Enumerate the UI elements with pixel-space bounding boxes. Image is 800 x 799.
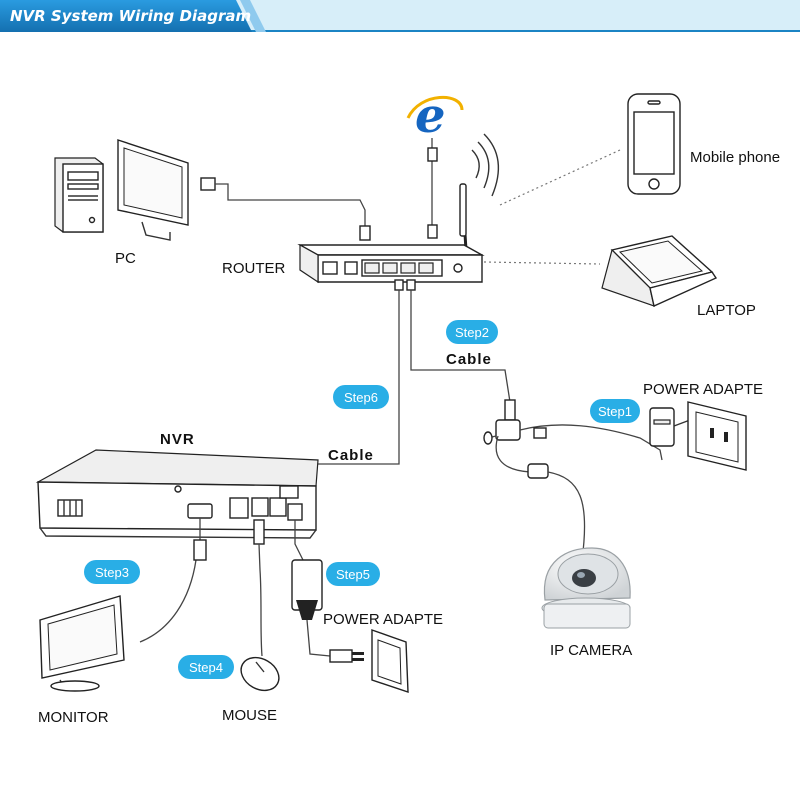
pc-computer: PC <box>54 139 371 267</box>
router-device: ROUTER <box>222 183 485 291</box>
step5-text: Step5 <box>336 567 370 582</box>
monitor-label: MONITOR <box>38 709 109 726</box>
step4-badge: Step4 <box>178 655 234 679</box>
ip-camera: IP CAMERA <box>541 547 632 659</box>
camera-power-adapter: POWER ADAPTE <box>643 381 763 471</box>
mouse: MOUSE <box>222 519 280 724</box>
nvr-label: NVR <box>160 431 195 448</box>
mobile-phone-label: Mobile phone <box>690 149 780 166</box>
ip-camera-label: IP CAMERA <box>550 642 632 659</box>
cable-router-camera: Cable <box>410 290 663 561</box>
step3-badge: Step3 <box>84 560 140 584</box>
step2-text: Step2 <box>455 325 489 340</box>
power-adapter-nvr-label: POWER ADAPTE <box>323 611 443 628</box>
wifi-signal-icon <box>471 133 500 197</box>
step1-badge: Step1 <box>590 399 640 423</box>
internet-explorer-icon: e <box>406 88 464 239</box>
nvr-power-adapter: POWER ADAPTE <box>291 520 443 693</box>
step4-text: Step4 <box>189 660 223 675</box>
step5-badge: Step5 <box>326 562 380 586</box>
cable-label-nvr: Cable <box>328 447 374 464</box>
power-adapter-camera-label: POWER ADAPTE <box>643 381 763 398</box>
nvr-device: NVR <box>35 431 319 539</box>
step2-badge: Step2 <box>446 320 498 344</box>
header-banner: NVR System Wiring Diagram <box>0 0 800 32</box>
step6-text: Step6 <box>344 390 378 405</box>
router-label: ROUTER <box>222 260 286 277</box>
laptop: LAPTOP <box>483 235 756 319</box>
mouse-label: MOUSE <box>222 707 277 724</box>
step3-text: Step3 <box>95 565 129 580</box>
step1-text: Step1 <box>598 404 632 419</box>
laptop-label: LAPTOP <box>697 302 756 319</box>
mobile-phone: Mobile phone <box>499 93 780 206</box>
header-title: NVR System Wiring Diagram <box>10 7 251 25</box>
monitor: MONITOR <box>38 518 207 726</box>
cable-label-top: Cable <box>446 351 492 368</box>
pc-label: PC <box>115 250 136 267</box>
step6-badge: Step6 <box>333 385 389 409</box>
